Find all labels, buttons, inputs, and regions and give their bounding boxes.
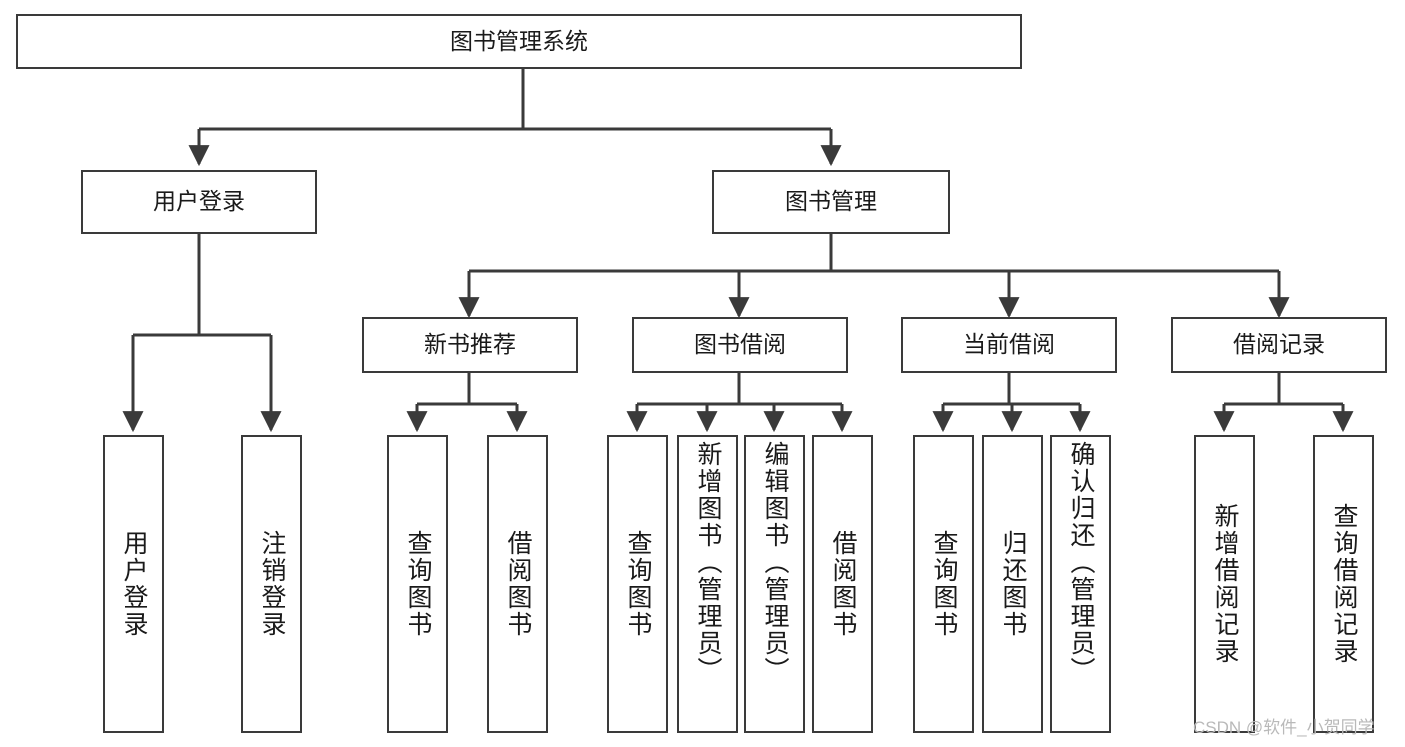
node-leaf-query-record[interactable]: 查询借阅记录 <box>1313 435 1374 733</box>
node-root[interactable]: 图书管理系统 <box>16 14 1022 69</box>
node-leaf-return-book[interactable]: 归还图书 <box>982 435 1043 733</box>
node-leaf-query-book-1-label: 查询图书 <box>404 530 432 638</box>
node-leaf-confirm-return-label: 确认归还（管理员） <box>1067 441 1095 684</box>
node-new-book-recommend[interactable]: 新书推荐 <box>362 317 578 373</box>
node-book-borrow[interactable]: 图书借阅 <box>632 317 848 373</box>
node-current-borrow[interactable]: 当前借阅 <box>901 317 1117 373</box>
node-borrow-record[interactable]: 借阅记录 <box>1171 317 1387 373</box>
node-leaf-edit-book-label: 编辑图书（管理员） <box>761 441 789 684</box>
node-book-borrow-label: 图书借阅 <box>694 331 786 358</box>
node-new-book-recommend-label: 新书推荐 <box>424 331 516 358</box>
node-leaf-borrow-book-2[interactable]: 借阅图书 <box>812 435 873 733</box>
node-leaf-user-login[interactable]: 用户登录 <box>103 435 164 733</box>
node-book-manage-label: 图书管理 <box>785 188 877 215</box>
node-root-label: 图书管理系统 <box>450 27 588 54</box>
node-leaf-add-book-label: 新增图书（管理员） <box>694 441 722 684</box>
node-book-manage[interactable]: 图书管理 <box>712 170 950 234</box>
node-leaf-query-record-label: 查询借阅记录 <box>1330 503 1358 665</box>
node-leaf-add-book[interactable]: 新增图书（管理员） <box>677 435 738 733</box>
node-leaf-query-book-1[interactable]: 查询图书 <box>387 435 448 733</box>
node-leaf-query-book-2-label: 查询图书 <box>624 530 652 638</box>
node-leaf-return-book-label: 归还图书 <box>999 530 1027 638</box>
node-borrow-record-label: 借阅记录 <box>1233 331 1325 358</box>
watermark-text: CSDN @软件_小贺同学 <box>1193 718 1375 737</box>
node-current-borrow-label: 当前借阅 <box>963 331 1055 358</box>
node-leaf-user-login-label: 用户登录 <box>120 530 148 638</box>
node-leaf-logout-login[interactable]: 注销登录 <box>241 435 302 733</box>
node-leaf-query-book-2[interactable]: 查询图书 <box>607 435 668 733</box>
node-leaf-borrow-book-1[interactable]: 借阅图书 <box>487 435 548 733</box>
node-leaf-borrow-book-2-label: 借阅图书 <box>829 530 857 638</box>
node-leaf-query-book-3[interactable]: 查询图书 <box>913 435 974 733</box>
node-user-login-label: 用户登录 <box>153 188 245 215</box>
node-user-login[interactable]: 用户登录 <box>81 170 317 234</box>
node-leaf-add-record[interactable]: 新增借阅记录 <box>1194 435 1255 733</box>
node-leaf-query-book-3-label: 查询图书 <box>930 530 958 638</box>
node-leaf-confirm-return[interactable]: 确认归还（管理员） <box>1050 435 1111 733</box>
node-leaf-logout-login-label: 注销登录 <box>258 530 286 638</box>
node-leaf-borrow-book-1-label: 借阅图书 <box>504 530 532 638</box>
node-leaf-edit-book[interactable]: 编辑图书（管理员） <box>744 435 805 733</box>
node-leaf-add-record-label: 新增借阅记录 <box>1211 503 1239 665</box>
